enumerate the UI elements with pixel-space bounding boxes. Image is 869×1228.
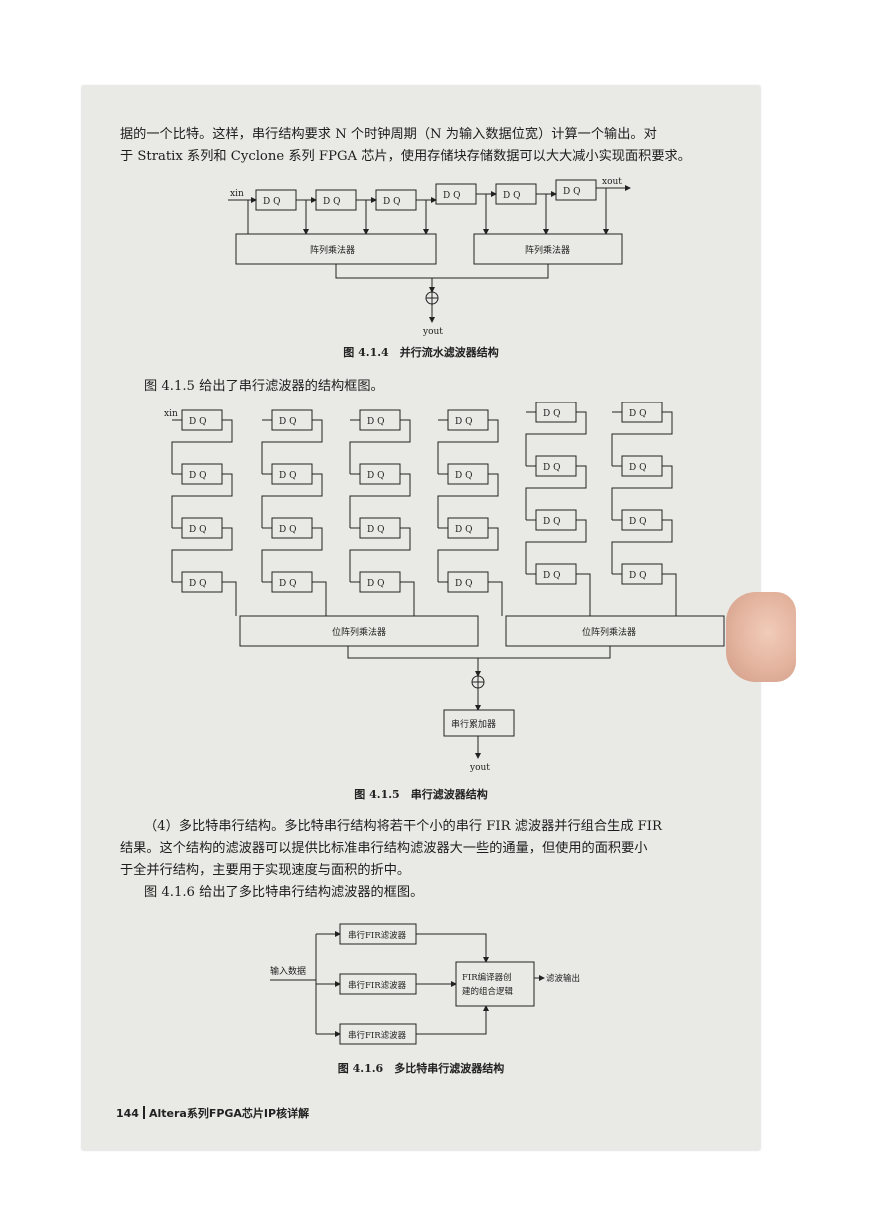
paragraph-line: 结果。这个结构的滤波器可以提供比标准串行结构滤波器大一些的通量，但使用的面积要小 xyxy=(120,841,648,856)
register-label: D Q xyxy=(543,517,560,527)
register-label: D Q xyxy=(455,579,472,589)
page-number: 144 xyxy=(116,1107,139,1120)
thumb-image xyxy=(726,592,796,682)
register-label: D Q xyxy=(263,197,280,207)
book-title: Altera系列FPGA芯片IP核详解 xyxy=(148,1107,310,1120)
register-label: D Q xyxy=(279,471,296,481)
filter-label: 串行FIR滤波器 xyxy=(348,1030,407,1041)
register-label: D Q xyxy=(455,471,472,481)
register-label: D Q xyxy=(503,191,520,201)
serial-filter-diagram: xin D Q D Q D Q D Q D Q D Q D Q D Q D Q D Q D Q D Q… xyxy=(164,402,725,773)
paragraph-line: 于全并行结构，主要用于实现速度与面积的折中。 xyxy=(120,863,411,878)
paragraph-line: 据的一个比特。这样，串行结构要求 N 个时钟周期（N 为输入数据位宽）计算一个输… xyxy=(120,127,657,142)
register-label: D Q xyxy=(323,197,340,207)
output-label: 滤波输出 xyxy=(546,973,580,984)
result-label: yout xyxy=(469,763,490,773)
paragraph-line: 图 4.1.6 给出了多比特串行结构滤波器的框图。 xyxy=(144,885,424,900)
register-label: D Q xyxy=(189,525,206,535)
register-label: D Q xyxy=(629,517,646,527)
register-label: D Q xyxy=(443,191,460,201)
output-label: xout xyxy=(602,177,622,187)
input-label: xin xyxy=(230,189,244,199)
logic-label-line1: FIR编译器创 xyxy=(462,972,512,983)
filter-label: 串行FIR滤波器 xyxy=(348,930,407,941)
register-label: D Q xyxy=(543,463,560,473)
bit-array-multiplier-1 xyxy=(239,615,479,647)
figure-caption: 图 4.1.5 串行滤波器结构 xyxy=(354,788,488,801)
figure-caption: 图 4.1.4 并行流水滤波器结构 xyxy=(343,346,499,359)
register-label: D Q xyxy=(455,525,472,535)
paragraph-line: 于 Stratix 系列和 Cyclone 系列 FPGA 芯片，使用存储块存储… xyxy=(120,149,691,164)
page-footer: 144 Altera系列FPGA芯片IP核详解 xyxy=(116,1105,309,1121)
multiplier-label: 位阵列乘法器 xyxy=(332,626,386,638)
paragraph-line: 图 4.1.5 给出了串行滤波器的结构框图。 xyxy=(144,379,384,394)
register-label: D Q xyxy=(629,409,646,419)
register-label: D Q xyxy=(367,471,384,481)
register-label: D Q xyxy=(543,571,560,581)
figure-caption: 图 4.1.6 多比特串行滤波器结构 xyxy=(337,1062,505,1075)
accumulator-label: 串行累加器 xyxy=(451,718,496,730)
book-page: 据的一个比特。这样，串行结构要求 N 个时钟周期（N 为输入数据位宽）计算一个输… xyxy=(82,86,760,1150)
bit-array-multiplier-2 xyxy=(505,615,725,647)
register-label: D Q xyxy=(383,197,400,207)
register-label: D Q xyxy=(367,417,384,427)
register-label: D Q xyxy=(189,579,206,589)
register-label: D Q xyxy=(189,471,206,481)
combinational-logic-block xyxy=(455,961,535,1007)
multibit-serial-filter-diagram: 输入数据 串行FIR滤波器 串行FIR滤波器 串行FIR滤波器 FIR编译器创 … xyxy=(270,923,580,1045)
register-label: D Q xyxy=(279,525,296,535)
multiplier-label: 阵列乘法器 xyxy=(525,244,570,256)
result-label: yout xyxy=(422,327,443,337)
multiplier-label: 位阵列乘法器 xyxy=(582,626,636,638)
register-label: D Q xyxy=(455,417,472,427)
register-label: D Q xyxy=(629,463,646,473)
register-label: D Q xyxy=(367,525,384,535)
input-label: xin xyxy=(164,409,178,419)
logic-label-line2: 建的组合逻辑 xyxy=(462,986,514,997)
multiplier-label: 阵列乘法器 xyxy=(310,244,355,256)
register-6 xyxy=(555,179,597,201)
register-label: D Q xyxy=(563,187,580,197)
register-label: D Q xyxy=(189,417,206,427)
input-label: 输入数据 xyxy=(270,965,306,977)
parallel-pipeline-filter-diagram: xin D Q D Q D Q D Q D Q D Q xout 阵列乘法器 xyxy=(228,177,631,337)
array-multiplier-1 xyxy=(235,233,437,265)
register-label: D Q xyxy=(543,409,560,419)
register-label: D Q xyxy=(279,579,296,589)
register-label: D Q xyxy=(279,417,296,427)
register-label: D Q xyxy=(367,579,384,589)
register-label: D Q xyxy=(629,571,646,581)
filter-label: 串行FIR滤波器 xyxy=(348,980,407,991)
paragraph-line: （4）多比特串行结构。多比特串行结构将若干个小的串行 FIR 滤波器并行组合生成… xyxy=(144,819,662,834)
array-multiplier-2 xyxy=(473,233,623,265)
footer-divider xyxy=(142,1106,145,1119)
serial-accumulator xyxy=(443,709,515,737)
